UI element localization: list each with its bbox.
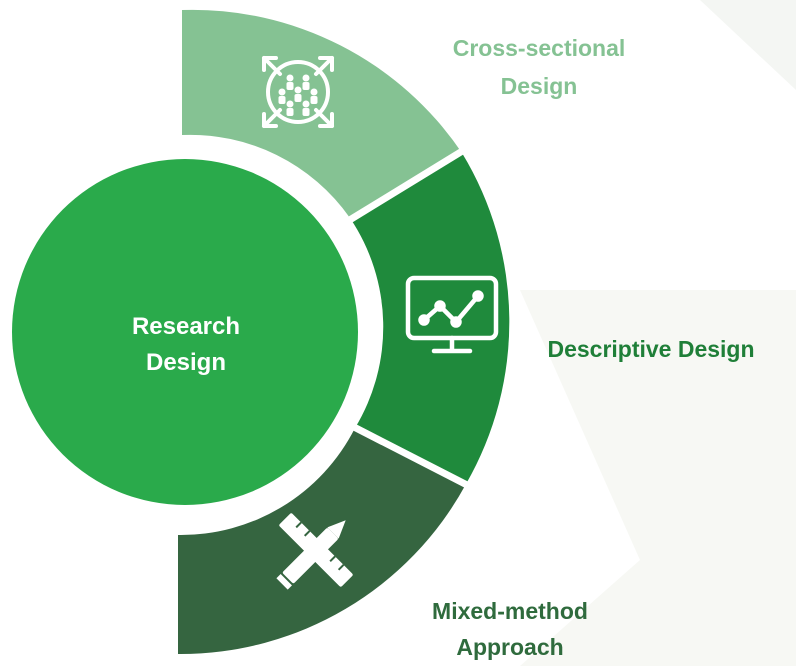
pencil-ruler-icon [276, 513, 353, 590]
monitor-chart-icon [405, 275, 499, 354]
population-expand-icon [262, 56, 334, 128]
mixed-method-label-line1: Mixed-method [432, 598, 588, 624]
cross-sectional-label-line1: Cross-sectional [453, 35, 626, 61]
center-circle [12, 159, 358, 505]
center-title-line1: Research [132, 313, 240, 340]
segment-divider [346, 147, 466, 224]
cross-sectional-label-line2: Design [501, 73, 578, 99]
descriptive-label: Descriptive Design [547, 336, 754, 362]
background-shape [520, 290, 796, 666]
mixed-method-label-line2: Approach [456, 634, 563, 660]
segment-descriptive [350, 153, 510, 484]
background-corner-shape [700, 0, 796, 90]
segment-divider [350, 422, 471, 490]
center-title-line2: Design [146, 349, 226, 376]
